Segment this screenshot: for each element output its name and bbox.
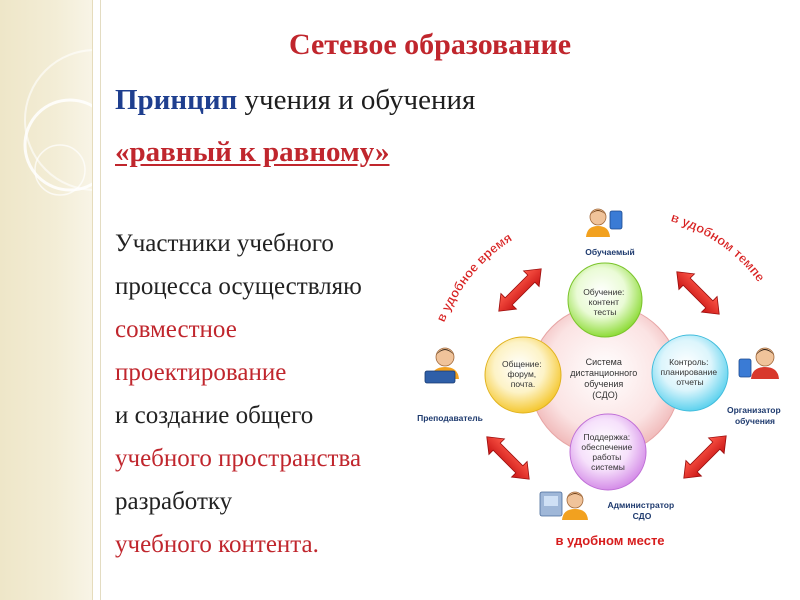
slide-title: Сетевое образование	[288, 28, 572, 61]
teacher-label: Преподаватель	[417, 413, 483, 423]
principle-line: Принцип учения и обучения	[115, 84, 475, 117]
principle-word: Принцип	[115, 84, 238, 116]
left-decor-strip	[0, 0, 93, 600]
participants-line: и создание общего	[115, 402, 314, 429]
decor-circles	[23, 49, 92, 196]
learner-icon	[586, 208, 623, 237]
participants-line: проектирование	[115, 359, 287, 386]
peer-to-peer-phrase: «равный к равному»	[115, 136, 390, 168]
arrow-top-right	[668, 263, 728, 323]
bubble-support	[569, 413, 647, 491]
center-text: Система дистанционного обучения (СДО)	[570, 357, 640, 400]
participants-line: учебного пространства	[115, 445, 362, 472]
bubble-learning-text: Обучение: контент тесты	[583, 287, 627, 317]
participants-line: разработку	[115, 488, 233, 515]
frame-divider	[100, 0, 101, 600]
teacher-icon	[424, 347, 459, 384]
bubble-control-text: Контроль: планирование отчеты	[661, 357, 720, 387]
principle-rest: учения и обучения	[237, 84, 476, 116]
bubble-communication-text: Общение: форум, почта.	[502, 359, 544, 389]
participants-line: Участники учебного	[115, 230, 334, 257]
admin-label: Администратор СДО	[607, 500, 676, 521]
arc-label-place: в удобном месте	[555, 533, 664, 548]
participants-line: учебного контента.	[115, 531, 319, 558]
participants-line: совместное	[115, 316, 237, 343]
learner-label: Обучаемый	[585, 247, 635, 257]
organizer-label: Организатор обучения	[727, 405, 783, 426]
organizer-icon	[738, 347, 779, 379]
distance-learning-diagram: Система дистанционного обучения (СДО) Об…	[417, 208, 783, 548]
bubble-support-text: Поддержка: обеспечение работы системы	[581, 432, 634, 472]
participants-line: процесса осуществляю	[115, 273, 362, 300]
bubble-control	[651, 334, 729, 412]
arrow-bottom-left	[478, 428, 538, 488]
bubble-learning	[567, 262, 643, 338]
admin-icon	[539, 491, 588, 520]
arrow-bottom-right	[675, 427, 735, 487]
bubble-communication	[484, 336, 562, 414]
arrow-top-left	[490, 260, 550, 320]
